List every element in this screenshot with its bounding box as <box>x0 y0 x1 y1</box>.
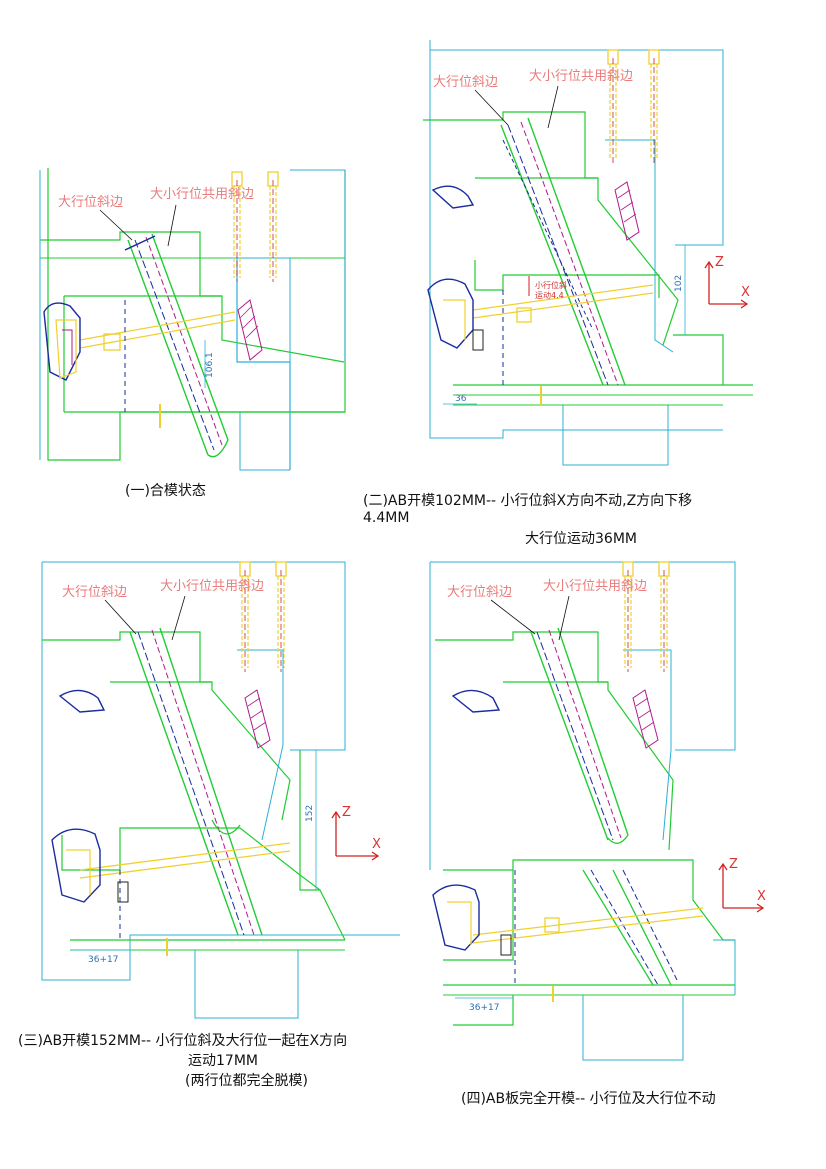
panel-closed: 106.1 大行位斜边 大小行位共用斜边 (一)合模状态 <box>0 0 413 520</box>
panel-open-102: 102 36 小行位斜 运动4.4 Z X 大行位斜边 大小行位共用斜边 (二)… <box>363 0 826 560</box>
axis-z-label: Z <box>715 255 724 270</box>
axis-indicator: Z X <box>718 857 766 913</box>
caption-panel-4: (四)AB板完全开模-- 小行位及大行位不动 <box>461 1091 716 1107</box>
axis-z-label: Z <box>342 805 351 820</box>
caption-panel-1: (一)合模状态 <box>125 483 206 499</box>
mold-drawing-closed: 106.1 大行位斜边 大小行位共用斜边 <box>39 168 346 471</box>
label-big-slider-slope: 大行位斜边 <box>62 585 127 600</box>
label-shared-slope: 大小行位共用斜边 <box>529 69 633 84</box>
dimension-label: 106.1 <box>205 352 215 378</box>
dimension-vertical: 152 <box>305 805 315 822</box>
label-big-slider-slope: 大行位斜边 <box>447 585 512 600</box>
axis-indicator: Z X <box>704 255 750 309</box>
label-shared-slope: 大小行位共用斜边 <box>160 579 264 594</box>
mold-drawing-open-102: 102 36 小行位斜 运动4.4 Z X 大行位斜边 大小行位共用斜边 <box>423 40 753 466</box>
small-slider-annotation-2: 运动4.4 <box>535 290 564 300</box>
small-slider <box>79 300 236 412</box>
inclined-pin <box>124 233 229 458</box>
panel-fully-open: 36+17 Z X 大行位斜边 大小行位共用斜边 (四)AB板完全开模-- 小行… <box>413 550 826 1169</box>
dimension-horizontal: 36+17 <box>88 955 118 965</box>
dimension-horizontal: 36 <box>455 394 467 404</box>
caption-panel-3-line3: (两行位都完全脱模) <box>185 1073 308 1089</box>
bolts <box>231 171 279 282</box>
label-shared-slope: 大小行位共用斜边 <box>150 187 254 202</box>
panel-open-152: 152 36+17 Z X 大行位斜边 大小行位共用斜边 (三)AB开模152M… <box>0 550 413 1169</box>
dimension-horizontal: 36+17 <box>469 1003 499 1013</box>
axis-indicator: Z X <box>331 805 381 861</box>
axis-x-label: X <box>757 889 766 904</box>
axis-x-label: X <box>372 837 381 852</box>
dimension-vertical: 102 <box>674 275 684 292</box>
caption-panel-2-line3: 大行位运动36MM <box>525 531 637 547</box>
axis-z-label: Z <box>729 857 738 872</box>
small-slider-annotation: 小行位斜 <box>535 280 567 290</box>
product-part <box>43 302 81 381</box>
caption-panel-3-line2: 运动17MM <box>188 1053 258 1069</box>
mold-drawing-fully-open: 36+17 Z X 大行位斜边 大小行位共用斜边 <box>429 561 766 1061</box>
label-big-slider-slope: 大行位斜边 <box>58 195 123 210</box>
mold-drawing-open-152: 152 36+17 Z X 大行位斜边 大小行位共用斜边 <box>41 561 400 1019</box>
caption-panel-3-line1: (三)AB开模152MM-- 小行位斜及大行位一起在X方向 <box>18 1033 348 1049</box>
caption-panel-2-line2: 4.4MM <box>363 510 410 526</box>
axis-x-label: X <box>741 285 750 300</box>
hatched-wedge <box>237 299 263 361</box>
caption-panel-2-line1: (二)AB开模102MM-- 小行位斜X方向不动,Z方向下移 <box>363 493 693 509</box>
label-big-slider-slope: 大行位斜边 <box>433 75 498 90</box>
label-shared-slope: 大小行位共用斜边 <box>543 579 647 594</box>
